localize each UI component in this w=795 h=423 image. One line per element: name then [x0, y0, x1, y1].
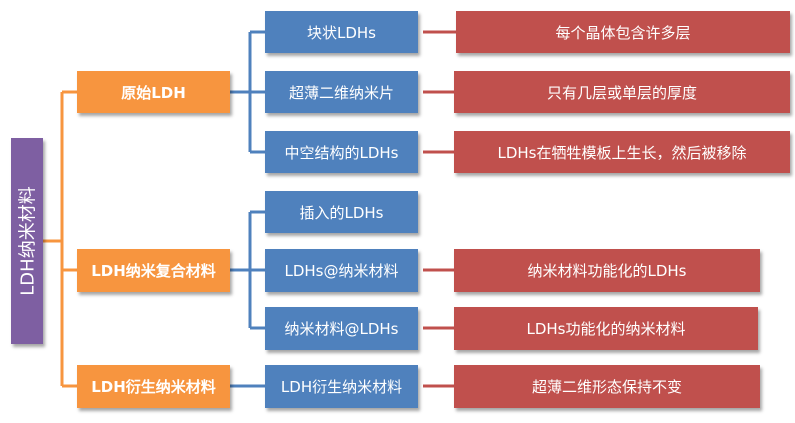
category-ldh-nanocomposite: LDH纳米复合材料 — [77, 249, 230, 292]
note-ldh-derived: 超薄二维形态保持不变 — [454, 365, 760, 408]
note-label: 超薄二维形态保持不变 — [531, 378, 682, 396]
category-label: LDH衍生纳米材料 — [91, 378, 216, 396]
root-label: LDH纳米材料 — [18, 186, 39, 296]
note-ldhs-at-nanomaterial: 纳米材料功能化的LDHs — [454, 249, 760, 292]
note-label: 只有几层或单层的厚度 — [546, 83, 697, 102]
item-label: 超薄二维纳米片 — [288, 83, 394, 102]
root-node: LDH纳米材料 — [11, 138, 43, 344]
note-label: 纳米材料功能化的LDHs — [527, 262, 687, 280]
category-label: LDH纳米复合材料 — [91, 262, 216, 280]
item-ldh-derived-nanomaterial: LDH衍生纳米材料 — [265, 365, 418, 408]
item-label: 插入的LDHs — [299, 203, 384, 222]
item-intercalated-ldhs: 插入的LDHs — [265, 191, 418, 233]
category-label: 原始LDH — [121, 83, 186, 102]
note-label: LDHs在牺牲模板上生长，然后被移除 — [497, 143, 747, 162]
note-bulk-ldhs: 每个晶体包含许多层 — [456, 11, 790, 53]
note-hollow-ldhs: LDHs在牺牲模板上生长，然后被移除 — [454, 131, 790, 173]
item-hollow-ldhs: 中空结构的LDHs — [265, 131, 418, 173]
category-ldh-derived: LDH衍生纳米材料 — [77, 365, 230, 408]
note-label: 每个晶体包含许多层 — [555, 23, 691, 42]
item-bulk-ldhs: 块状LDHs — [265, 11, 418, 53]
item-nanomaterial-at-ldhs: 纳米材料@LDHs — [265, 307, 418, 350]
item-label: 中空结构的LDHs — [284, 143, 399, 162]
item-ldhs-at-nanomaterial: LDHs@纳米材料 — [265, 249, 418, 292]
item-ultrathin-nanosheets: 超薄二维纳米片 — [265, 71, 418, 113]
note-label: LDHs功能化的纳米材料 — [526, 320, 686, 338]
item-label: 块状LDHs — [306, 23, 376, 42]
item-label: LDHs@纳米材料 — [284, 262, 399, 280]
item-label: LDH衍生纳米材料 — [280, 378, 403, 396]
note-nanomaterial-at-ldhs: LDHs功能化的纳米材料 — [454, 307, 758, 350]
note-ultrathin-nanosheets: 只有几层或单层的厚度 — [454, 71, 790, 113]
item-label: 纳米材料@LDHs — [284, 320, 399, 338]
category-original-ldh: 原始LDH — [77, 71, 230, 113]
